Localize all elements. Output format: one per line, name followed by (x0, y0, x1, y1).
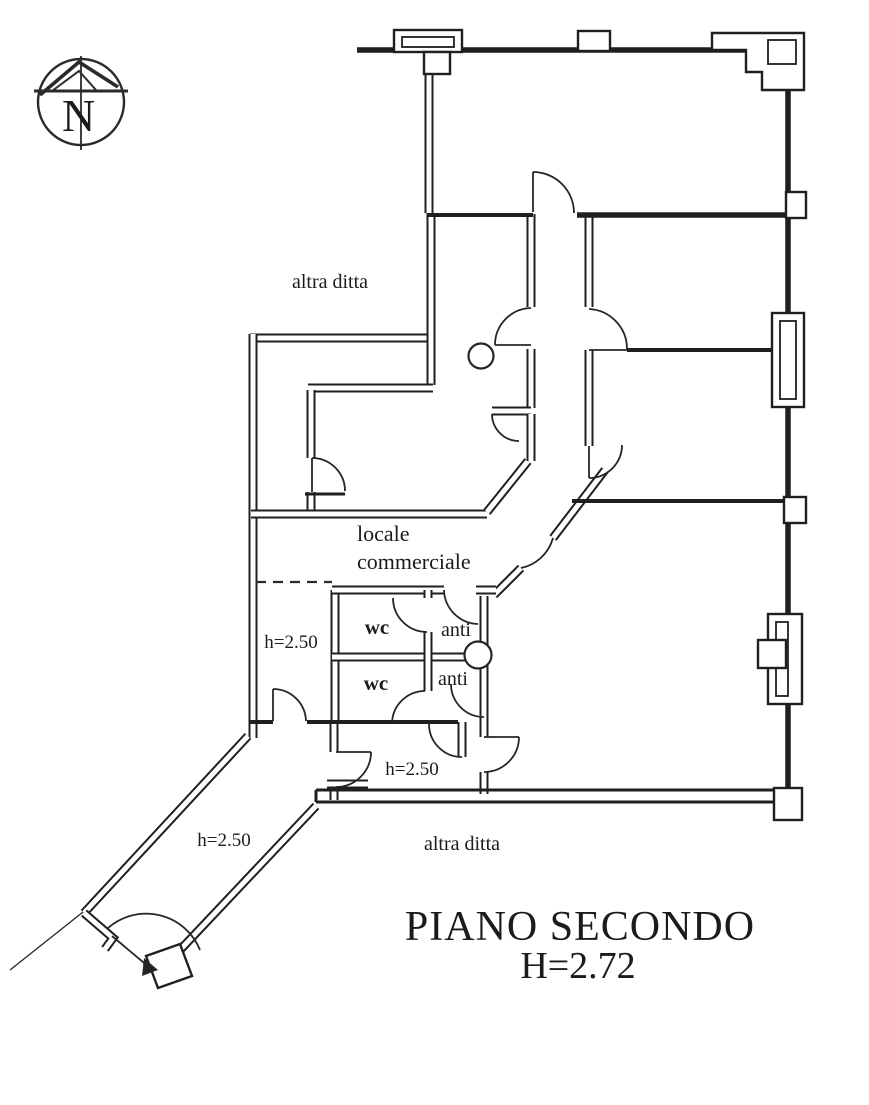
right-wall-window-upper (770, 311, 806, 409)
label-height-left-room: h=2.50 (264, 632, 317, 653)
right-wall-pillar-upper (784, 190, 808, 220)
label-anteroom-bottom: anti (438, 668, 468, 690)
right-wall-window-lower (756, 612, 804, 706)
entrance-wall-stub (144, 942, 194, 990)
door-wc-top (392, 597, 428, 633)
door-wc-bottom (391, 690, 426, 725)
top-wall-pillar (576, 29, 612, 53)
top-wall-beam-block (392, 28, 464, 76)
label-other-company-top: altra ditta (292, 271, 368, 293)
floor-title: PIANO SECONDO (405, 904, 755, 950)
column-lower (463, 640, 493, 670)
column-upper (467, 342, 495, 370)
door-main-entrance (107, 912, 201, 976)
north-compass-icon: N (34, 56, 128, 150)
pillars-and-windows (144, 28, 808, 990)
label-height-bottom-door: h=2.50 (385, 759, 438, 780)
label-height-corridor: h=2.50 (197, 830, 250, 851)
floor-height: H=2.72 (520, 945, 635, 987)
door-corridor-to-bottom-room (428, 723, 463, 758)
door-corridor-to-left-room2 (491, 413, 520, 442)
label-wc-bottom: wc (364, 671, 389, 695)
north-letter: N (62, 90, 95, 141)
door-circle-room-to-corridor (494, 307, 532, 346)
doors (107, 171, 628, 976)
right-wall-pillar-bottom (772, 786, 804, 822)
door-anti-strip-to-bottom-room (483, 736, 520, 773)
door-corridor-lower-fan (588, 444, 623, 479)
door-bottom-room-west (335, 751, 372, 788)
label-anteroom-top: anti (441, 619, 471, 641)
right-wall-pillar-middle (782, 495, 808, 525)
door-left-room2 (311, 457, 346, 492)
door-zigzag-fan (520, 537, 554, 569)
label-commercial-unit-line1: locale (357, 521, 410, 546)
hollow-walls (80, 54, 609, 953)
door-left-room-bottom (272, 688, 307, 722)
label-wc-top: wc (365, 615, 390, 639)
plan-labels: altra ditta locale commerciale wc wc ant… (197, 271, 755, 987)
door-top-corridor (532, 171, 575, 214)
label-other-company-bottom: altra ditta (424, 833, 500, 855)
door-corridor-to-mid-room (588, 308, 628, 351)
door-anti-bottom (450, 683, 485, 718)
door-anti-top (443, 589, 479, 625)
label-commercial-unit-line2: commerciale (357, 549, 471, 574)
top-right-corner-block (710, 31, 806, 92)
